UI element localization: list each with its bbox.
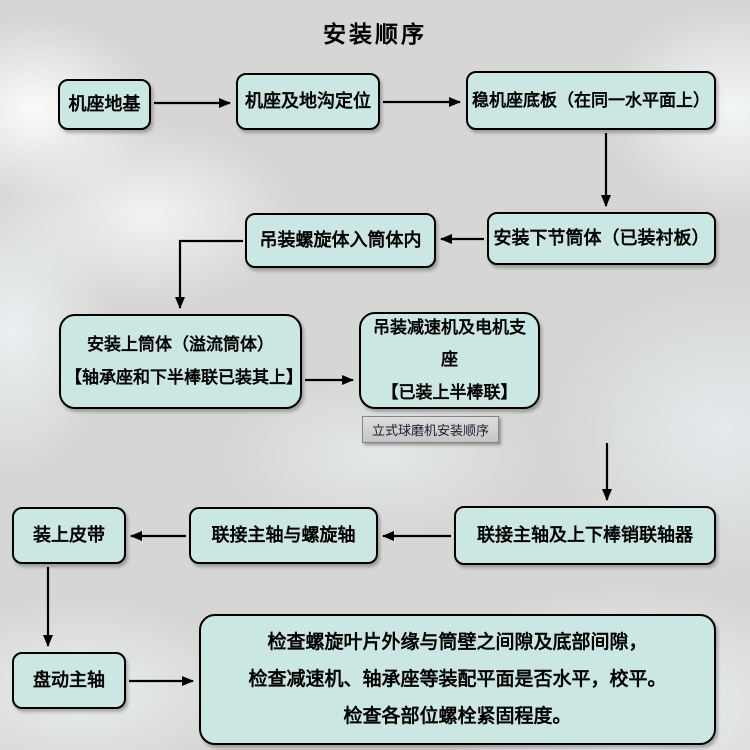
- node-upper-cylinder: 安装上筒体（溢流筒体） 【轴承座和下半棒联已装其上】: [59, 314, 303, 409]
- tooltip-caption: 立式球磨机安装顺序: [362, 416, 500, 443]
- node-turn-main-shaft: 盘动主轴: [12, 652, 126, 709]
- node-lower-cylinder: 安装下节筒体（已装衬板）: [487, 212, 716, 265]
- node-pin-couplings: 联接主轴及上下棒销联轴器: [454, 506, 716, 565]
- node-final-inspection: 检查螺旋叶片外缘与筒壁之间隙及底部间隙， 检查减速机、轴承座等装配平面是否水平，…: [199, 614, 716, 745]
- node-connect-spiral-shaft: 联接主轴与螺旋轴: [189, 507, 378, 564]
- node-positioning: 机座及地沟定位: [236, 73, 380, 130]
- node-install-belt: 装上皮带: [12, 507, 126, 564]
- node-hoist-spiral: 吊装螺旋体入筒体内: [245, 213, 436, 268]
- node-baseplate: 稳机座底板（在同一水平面上）: [466, 71, 716, 130]
- node-reducer-support: 吊装减速机及电机支座 【已装上半棒联】: [359, 312, 540, 409]
- node-foundation: 机座地基: [58, 79, 151, 130]
- arrow-hoist-spiral-to-upper-cylinder: [175, 239, 243, 309]
- page-title: 安装顺序: [323, 21, 427, 47]
